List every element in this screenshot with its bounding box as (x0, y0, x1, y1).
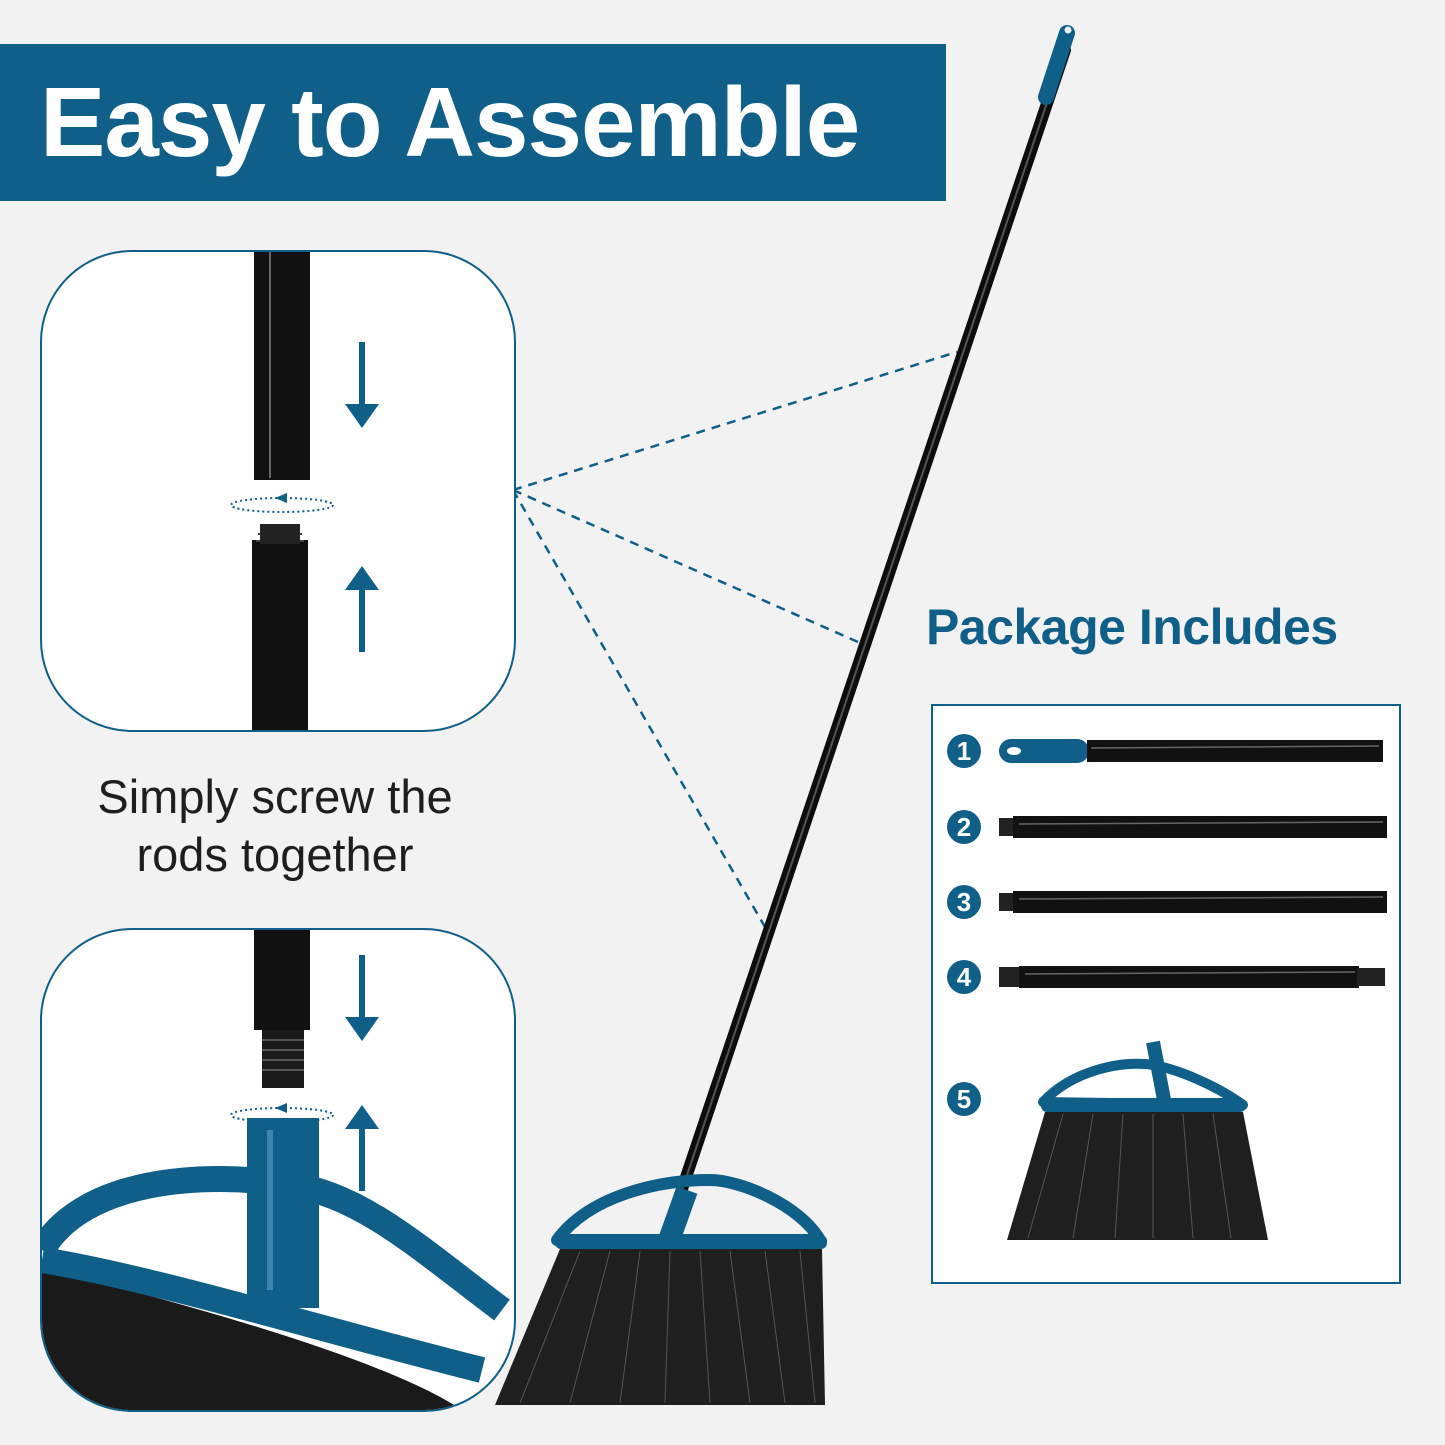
caption-line-2: rods together (136, 828, 414, 881)
title-banner (0, 44, 946, 201)
package-item-extension-rod (999, 816, 1387, 838)
assembled-broom-image (495, 25, 1075, 1405)
arrow-down-icon (345, 342, 379, 428)
rod-to-rod-illustration (252, 252, 310, 730)
arrow-up-icon (345, 566, 379, 652)
item-number-badge: 5 (947, 1082, 981, 1116)
assembly-panel-rod-to-head (40, 928, 516, 1412)
page-title: Easy to Assemble (40, 67, 860, 177)
rod-to-head-illustration (42, 930, 510, 1410)
package-item-threaded-rod (999, 966, 1385, 988)
package-item-handle-rod (999, 739, 1383, 763)
package-item-broom-head (1007, 1040, 1268, 1240)
item-number-badge: 4 (947, 960, 981, 994)
package-item-extension-rod (999, 891, 1387, 913)
item-number-badge: 2 (947, 810, 981, 844)
assembly-caption: Simply screw the rods together (30, 768, 520, 884)
arrow-down-icon (345, 955, 379, 1041)
package-contents-box: 1 2 3 4 5 (931, 704, 1401, 1284)
rotate-icon (230, 493, 334, 513)
item-number-badge: 1 (947, 734, 981, 768)
item-number-badge: 3 (947, 885, 981, 919)
caption-line-1: Simply screw the (97, 770, 453, 823)
package-title: Package Includes (926, 599, 1338, 655)
assembly-panel-rod-to-rod (40, 250, 516, 732)
rotate-icon (230, 1103, 334, 1123)
arrow-up-icon (345, 1105, 379, 1191)
